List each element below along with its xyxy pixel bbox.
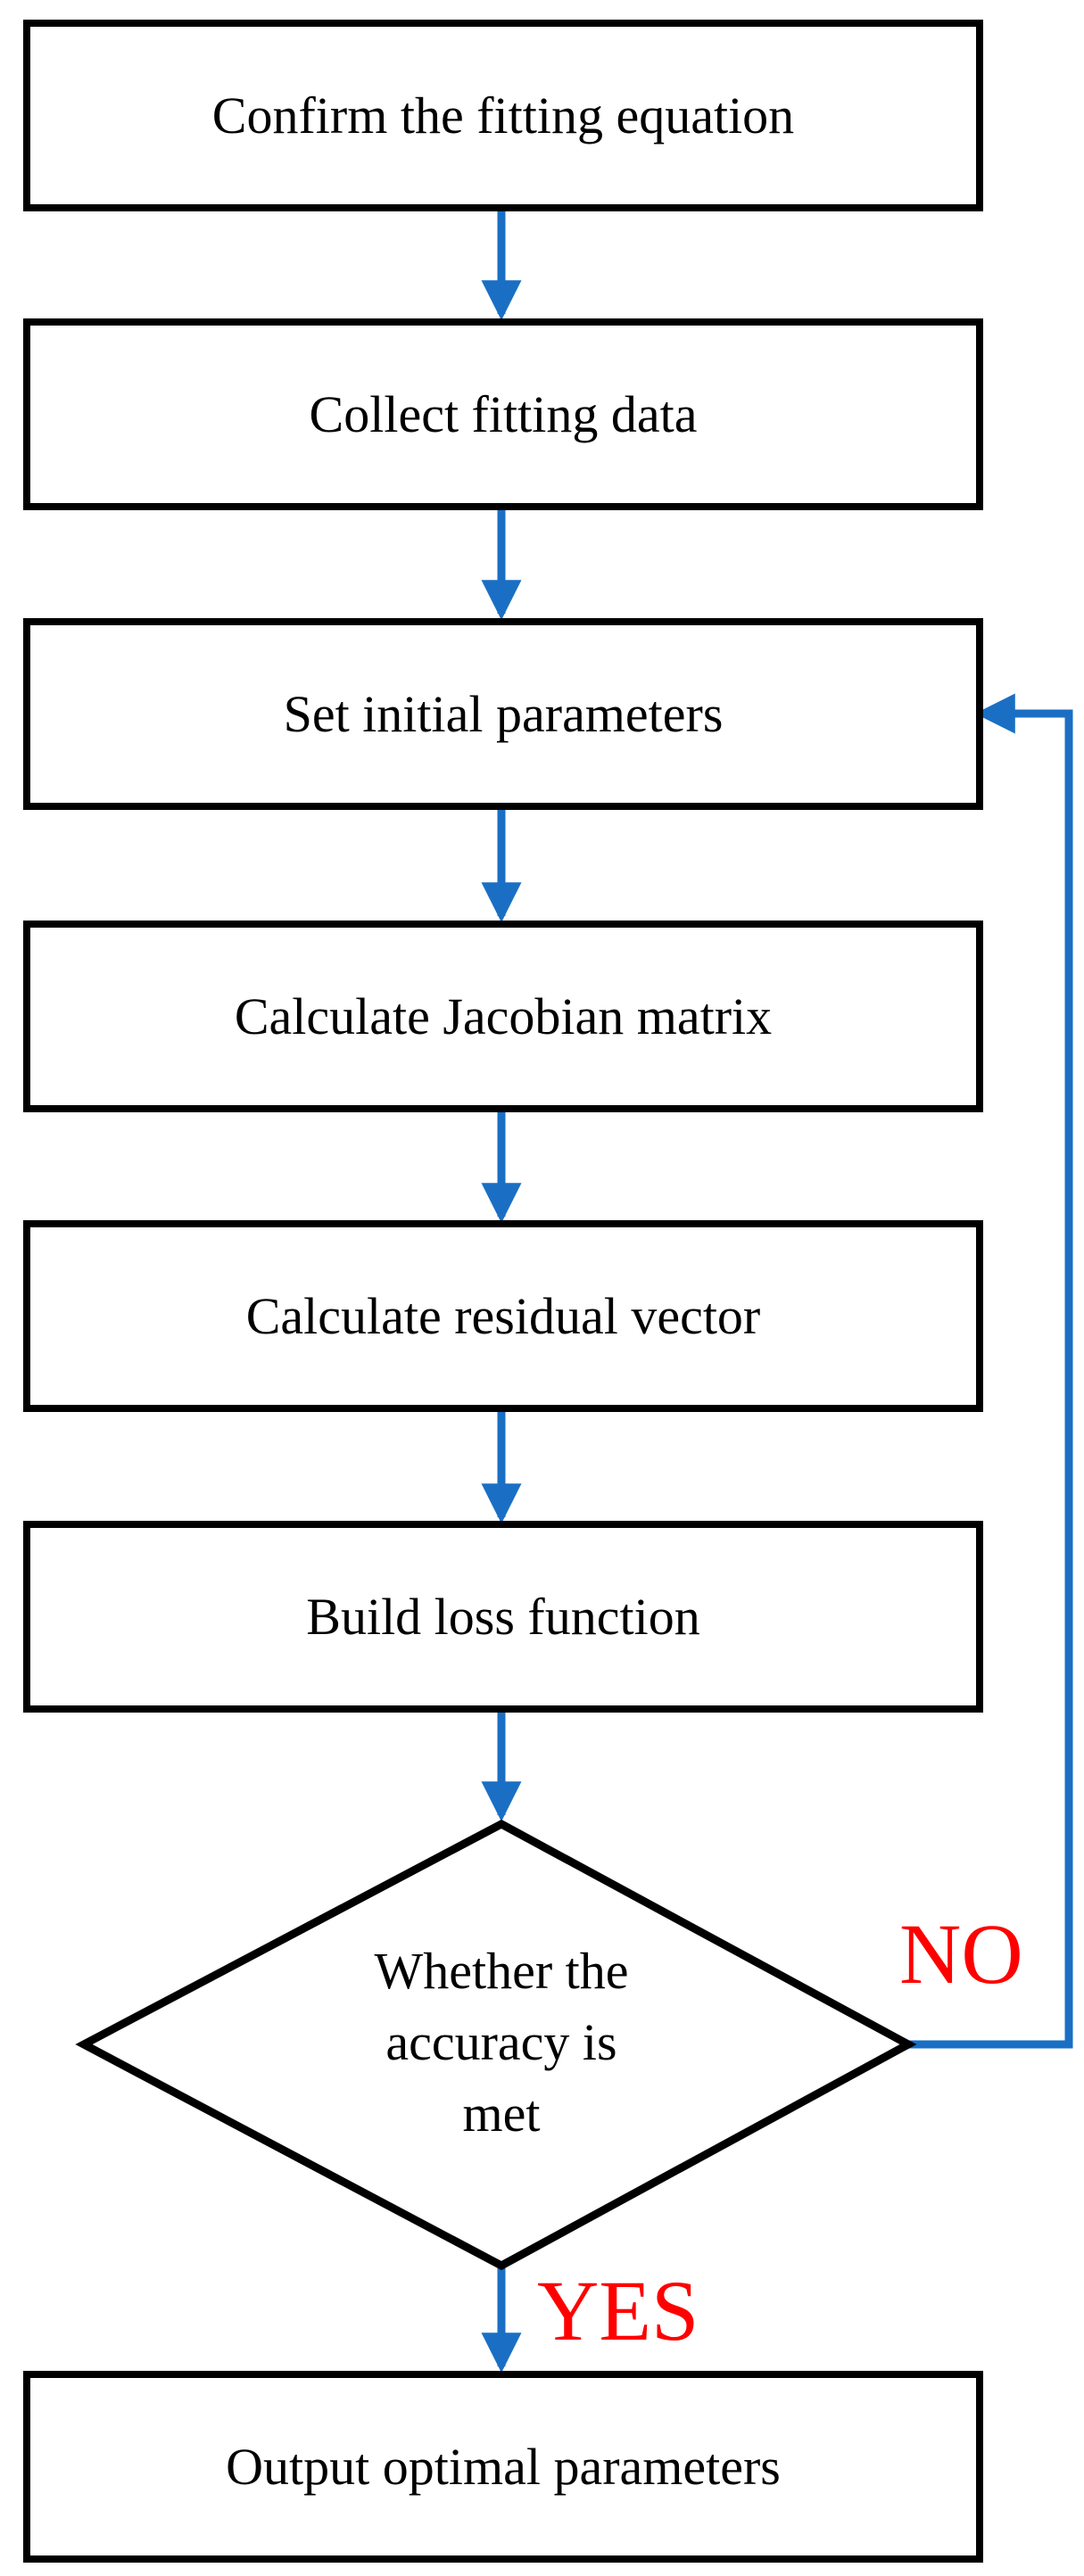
step-collect-data: Collect fitting data (23, 318, 983, 510)
step-build-loss: Build loss function (23, 1521, 983, 1713)
decision-diamond (75, 1819, 917, 2271)
step-calculate-residual-label: Calculate residual vector (245, 1287, 761, 1345)
step-calculate-jacobian-label: Calculate Jacobian matrix (234, 987, 773, 1045)
decision-no-label: NO (899, 1906, 1023, 2002)
step-calculate-jacobian: Calculate Jacobian matrix (23, 921, 983, 1112)
step-set-initial-parameters-label: Set initial parameters (283, 685, 724, 743)
step-calculate-residual: Calculate residual vector (23, 1220, 983, 1412)
decision-question: Whether the accuracy is met (374, 1942, 629, 2143)
step-collect-data-label: Collect fitting data (309, 385, 698, 443)
arrow-decision-no-loop (908, 693, 1073, 2049)
step-confirm-equation: Confirm the fitting equation (23, 20, 983, 211)
decision-yes-label: YES (537, 2263, 699, 2358)
step-confirm-equation-label: Confirm the fitting equation (211, 87, 795, 144)
step-build-loss-label: Build loss function (306, 1588, 700, 1646)
step-output-parameters-label: Output optimal parameters (226, 2438, 781, 2496)
step-set-initial-parameters: Set initial parameters (23, 618, 983, 810)
step-output-parameters: Output optimal parameters (23, 2371, 983, 2563)
